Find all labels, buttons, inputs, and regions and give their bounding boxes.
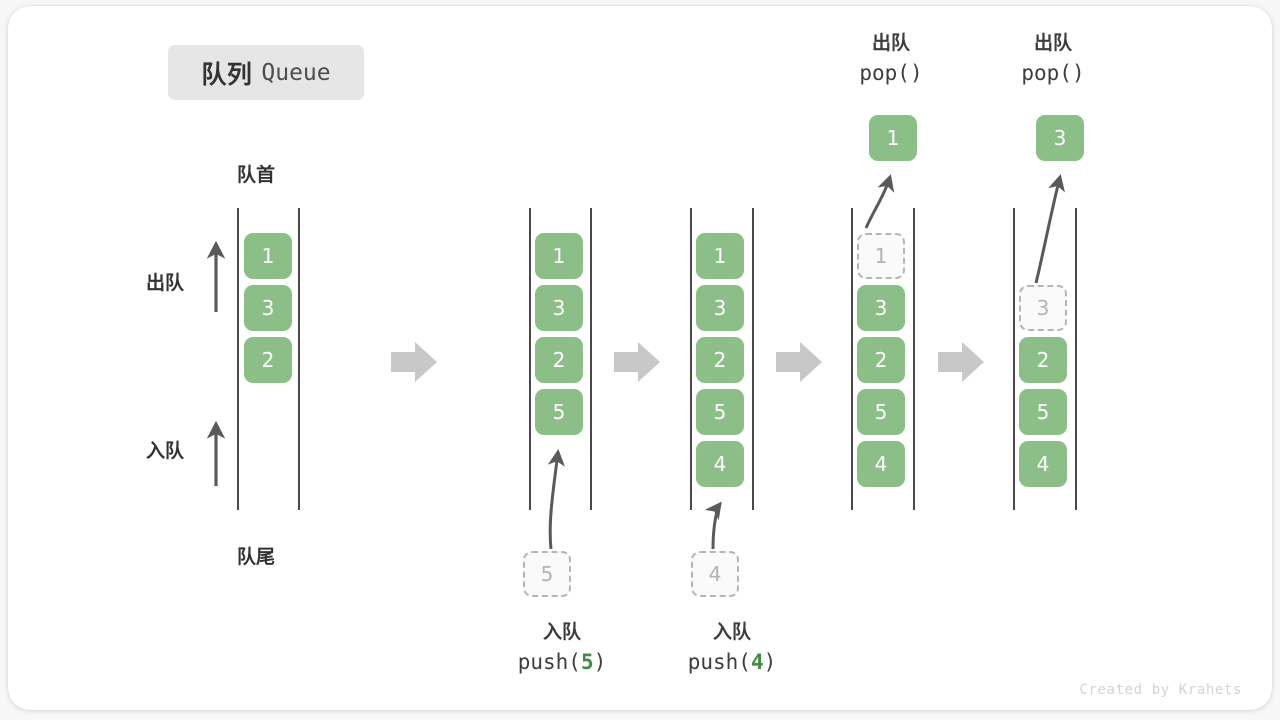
queue-rail-right xyxy=(913,208,915,510)
queue-element: 4 xyxy=(1019,441,1067,487)
diagram-title-cn: 队列 xyxy=(201,60,253,89)
enqueue-direction-label: 入队 xyxy=(146,441,185,462)
queue-rail-right xyxy=(752,208,754,510)
queue-element: 1 xyxy=(244,233,292,279)
queue-rail-left xyxy=(851,208,853,510)
queue-rail-right xyxy=(298,208,300,510)
queue-element-removed: 3 xyxy=(1019,285,1067,331)
diagram-title-en: Queue xyxy=(261,59,331,86)
queue-head-label: 队首 xyxy=(237,165,276,186)
queue-rail-left xyxy=(529,208,531,510)
incoming-element-4: 4 xyxy=(691,551,739,597)
queue-element: 3 xyxy=(244,285,292,331)
queue-element: 5 xyxy=(1019,389,1067,435)
operation-cn-push-5: 入队 xyxy=(542,622,581,643)
operation-cn-pop-1: 出队 xyxy=(871,33,910,54)
queue-element: 2 xyxy=(1019,337,1067,383)
queue-element: 5 xyxy=(857,389,905,435)
queue-element: 2 xyxy=(857,337,905,383)
operation-code-pop-2: pop() xyxy=(1021,60,1085,85)
queue-element: 4 xyxy=(857,441,905,487)
queue-element: 1 xyxy=(535,233,583,279)
operation-caption-push-5: 入队 push(5) xyxy=(467,619,657,677)
dequeue-direction-label: 出队 xyxy=(146,273,185,294)
watermark: Created by Krahets xyxy=(1079,682,1242,698)
operation-cn-push-4: 入队 xyxy=(712,622,751,643)
queue-element: 5 xyxy=(696,389,744,435)
queue-element: 2 xyxy=(244,337,292,383)
diagram-card xyxy=(8,6,1272,710)
operation-caption-pop-1: 出队 pop() xyxy=(811,30,971,88)
queue-rail-left xyxy=(1013,208,1015,510)
incoming-element-5: 5 xyxy=(523,551,571,597)
queue-element: 1 xyxy=(696,233,744,279)
queue-element: 3 xyxy=(857,285,905,331)
queue-rail-left xyxy=(237,208,239,510)
operation-code-push-5: push(5) xyxy=(517,649,607,674)
popped-element-1: 1 xyxy=(869,115,917,161)
operation-code-push-4: push(4) xyxy=(687,649,777,674)
operation-code-pop-1: pop() xyxy=(859,60,923,85)
queue-element-removed: 1 xyxy=(857,233,905,279)
queue-rail-right xyxy=(1075,208,1077,510)
diagram-title-chip: 队列 Queue xyxy=(168,45,364,100)
operation-caption-push-4: 入队 push(4) xyxy=(637,619,827,677)
queue-element: 3 xyxy=(696,285,744,331)
queue-rail-right xyxy=(590,208,592,510)
queue-element-new: 4 xyxy=(696,441,744,487)
operation-caption-pop-2: 出队 pop() xyxy=(973,30,1133,88)
queue-element-new: 5 xyxy=(535,389,583,435)
queue-element: 2 xyxy=(696,337,744,383)
queue-tail-label: 队尾 xyxy=(237,547,276,568)
queue-element: 2 xyxy=(535,337,583,383)
queue-rail-left xyxy=(690,208,692,510)
operation-cn-pop-2: 出队 xyxy=(1033,33,1072,54)
popped-element-3: 3 xyxy=(1036,115,1084,161)
queue-element: 3 xyxy=(535,285,583,331)
